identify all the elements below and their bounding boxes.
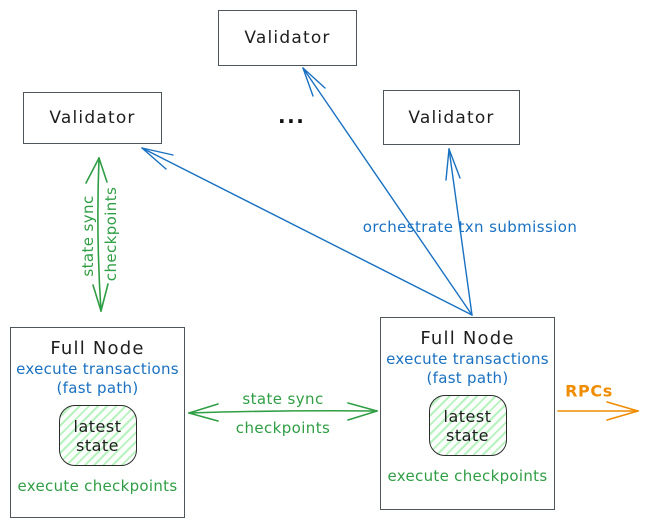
full-node-left-title: Full Node xyxy=(50,338,145,359)
latest-state-box-left: latest state xyxy=(58,405,137,466)
sync-horizontal-label-line2: checkpoints xyxy=(235,419,331,437)
full-node-right-fast-path: (fast path) xyxy=(426,369,509,387)
validator-right-label: Validator xyxy=(408,107,495,128)
full-node-left-exec-checkpoints: execute checkpoints xyxy=(17,477,178,495)
rpcs-arrow xyxy=(557,401,639,421)
validator-box-left: Validator xyxy=(23,92,162,144)
full-node-box-left: Full Node execute transactions (fast pat… xyxy=(10,327,185,518)
validator-box-right: Validator xyxy=(383,90,520,145)
full-node-left-exec-transactions: execute transactions xyxy=(16,360,179,378)
orchestrate-txn-arrows xyxy=(141,67,473,316)
validator-left-label: Validator xyxy=(49,108,136,128)
full-node-right-exec-transactions: execute transactions xyxy=(386,350,549,368)
state-sync-arrow-horizontal xyxy=(188,402,378,422)
state-sync-arrow-vertical xyxy=(85,157,109,312)
validator-top-label: Validator xyxy=(244,28,331,48)
latest-state-left-line1: latest xyxy=(73,416,122,436)
full-node-right-exec-checkpoints: execute checkpoints xyxy=(387,467,548,485)
latest-state-right-line2: state xyxy=(445,425,490,445)
sync-vertical-label-line2: checkpoints xyxy=(102,186,120,282)
rpcs-label: RPCs xyxy=(565,381,613,401)
latest-state-box-right: latest state xyxy=(428,395,507,456)
sync-vertical-label-line1: state sync xyxy=(79,195,97,277)
validator-box-top: Validator xyxy=(218,10,357,66)
sync-horizontal-label-line1: state sync xyxy=(242,390,324,408)
orchestrate-txn-label: orchestrate txn submission xyxy=(362,218,578,236)
full-node-box-right: Full Node execute transactions (fast pat… xyxy=(380,317,555,510)
latest-state-left-line2: state xyxy=(75,435,120,455)
full-node-left-fast-path: (fast path) xyxy=(56,379,139,397)
latest-state-right-line1: latest xyxy=(443,406,492,426)
full-node-right-title: Full Node xyxy=(420,328,515,349)
validators-ellipsis: ... xyxy=(278,104,306,128)
